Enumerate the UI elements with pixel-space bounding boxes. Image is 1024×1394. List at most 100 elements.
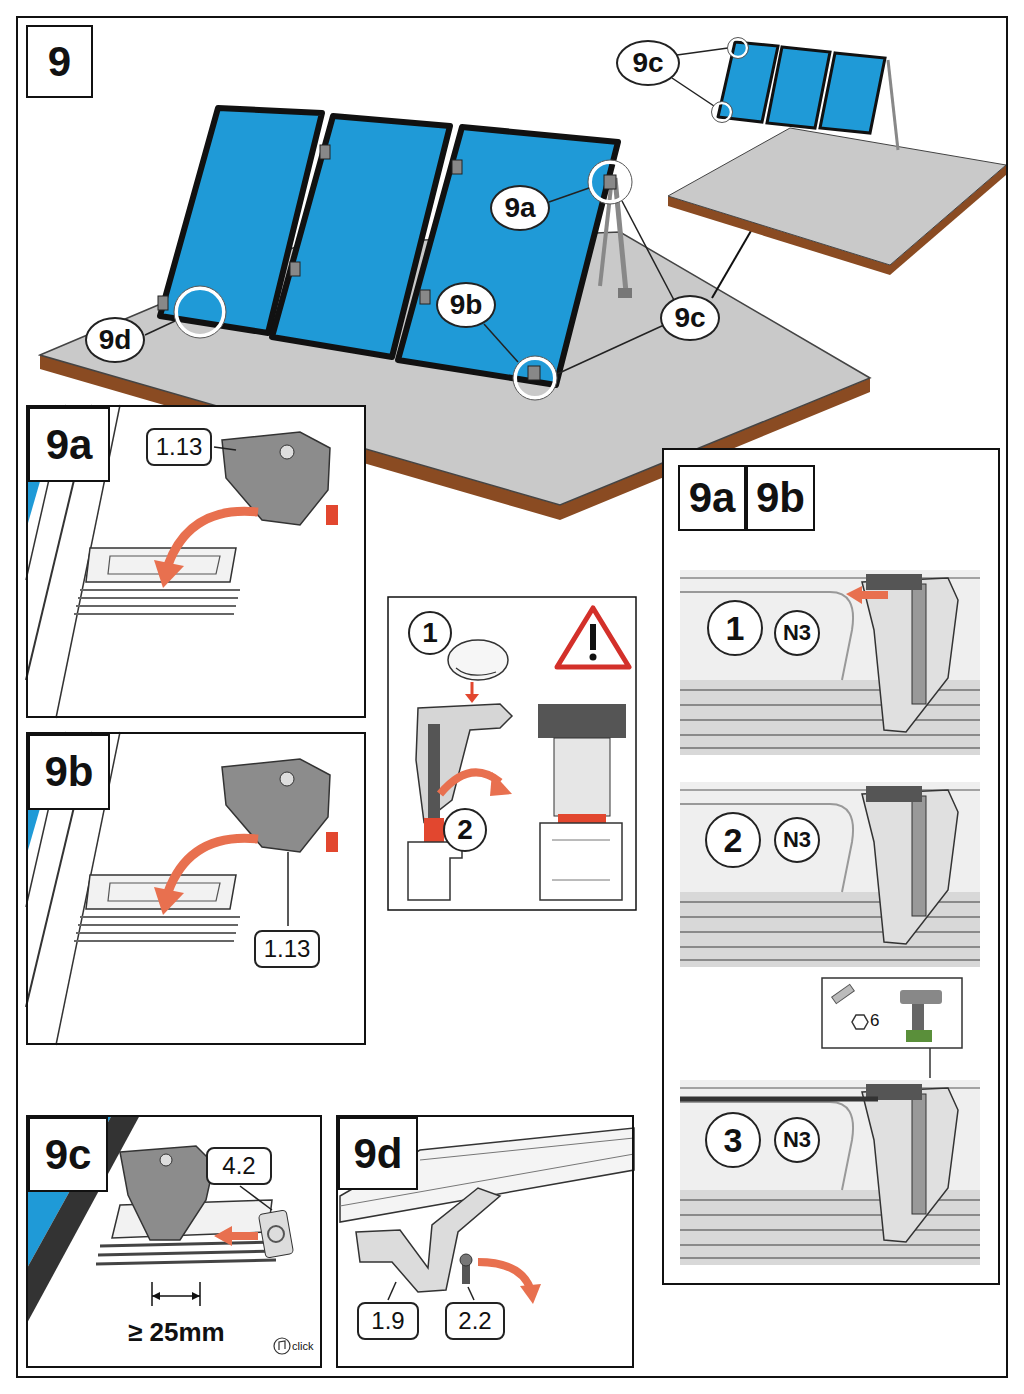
clamp-detail [26,405,338,718]
detail-marker [515,358,555,398]
heading-box: 9d [338,1117,418,1190]
step-panel: 9a 1.13 [26,405,366,718]
bracket-detail [340,1128,634,1304]
bracket-detail [478,1262,530,1288]
overview-thumbnail [888,60,898,150]
mounting-scene [420,290,430,304]
warning-illustration [416,704,512,822]
callout-number: 9a [504,194,535,222]
tool-icon [900,990,942,1004]
part-number: 1.13 [156,435,203,459]
callout-number: 3 [724,1123,743,1157]
overview-thumbnail [820,53,885,133]
part-number-box: 1.9 [357,1302,419,1340]
heading-box: 9b [746,465,815,531]
detail-marker [588,160,632,204]
callout-circle: 9d [85,317,145,363]
callout-number: 9b [450,291,483,319]
panel-ground [26,1115,322,1368]
tool-icon [929,1048,931,1078]
clip-detail [240,1186,272,1210]
warning-illustration [448,640,508,680]
warning-illustration [558,814,606,823]
clip-detail [152,1292,160,1300]
clip-detail [151,1282,153,1306]
warning-panel [388,597,636,910]
mounting-scene [452,160,462,174]
part-number: 1.9 [371,1309,404,1333]
warning-illustration [554,738,610,816]
heading-box: 9 [26,25,93,98]
leader-line [557,325,664,374]
callout-number: 1 [422,619,438,647]
tool-icon [822,978,962,1048]
heading-box: 9a [28,407,110,482]
overview-thumbnail [729,39,747,57]
part-number-box: 2.2 [445,1302,505,1340]
warning-illustration [552,880,610,881]
step-panel: 9d 1.9 2.2 [336,1115,634,1368]
callout-circle: 9c [616,40,680,86]
tool-icon [906,1030,932,1042]
heading-box: 9c [28,1117,108,1192]
panel-ground [336,1115,634,1368]
part-number-box: 1.13 [254,930,320,968]
detail-marker [513,356,557,400]
callout-circle: N3 [774,1117,820,1163]
callout-number: 9c [674,304,705,332]
warning-illustration [540,823,622,900]
overview-thumbnail [668,38,1006,276]
clip-detail [192,1292,200,1300]
part-number: 2.2 [458,1309,491,1333]
callout-circle: 2 [705,812,761,868]
leader-line [287,852,289,926]
step-number: 9a [689,477,736,519]
clip-detail [214,1226,258,1246]
clip-detail [96,1260,276,1264]
tool-icon [912,1004,924,1030]
detail-marker [174,286,226,338]
warning-illustration [456,668,496,675]
direction-arrow [846,586,888,604]
warning-illustration [471,682,474,694]
callout-circle: 3 [705,1112,761,1168]
panel-ground [26,405,366,718]
callout-circle: N3 [774,610,820,656]
leader-line [677,48,728,55]
callout-circle: 9c [660,295,720,341]
leader-line [622,201,675,302]
panel-ground [662,448,1000,1285]
step-number: 9c [45,1134,92,1176]
callout-number: 1 [726,611,745,645]
mounting-step [680,1080,980,1265]
part-number-box: 1.13 [146,428,212,466]
leader-line [549,188,589,202]
overview-thumbnail [712,102,733,123]
warning-illustration [424,818,444,842]
clip-detail [120,1146,214,1240]
clip-detail [160,1154,172,1166]
panel-ground [26,732,366,1045]
callout-circle: 1 [408,611,452,655]
overview-thumbnail [713,103,731,121]
mounting-scene [158,296,168,310]
step-panel: 99c9a9b9c9d9a1.13129a9b1N32N33N39b1.139c… [16,16,1008,1378]
overview-thumbnail [668,128,1006,265]
panel-ground [26,405,1000,1368]
mounting-scene [604,175,616,189]
part-number-box: 4.2 [206,1147,272,1185]
leader-line [672,78,714,106]
warning-illustration [590,624,596,650]
part-number: 1.13 [264,937,311,961]
callout-circle: 9a [490,185,550,231]
overview-thumbnail [728,38,749,59]
step-number: 9d [353,1133,402,1175]
step-number: 9a [46,424,93,466]
callout-circle: N3 [774,817,820,863]
collector-edge [680,1097,878,1102]
callout-number: N3 [783,622,811,644]
tool-icon [832,984,855,1003]
